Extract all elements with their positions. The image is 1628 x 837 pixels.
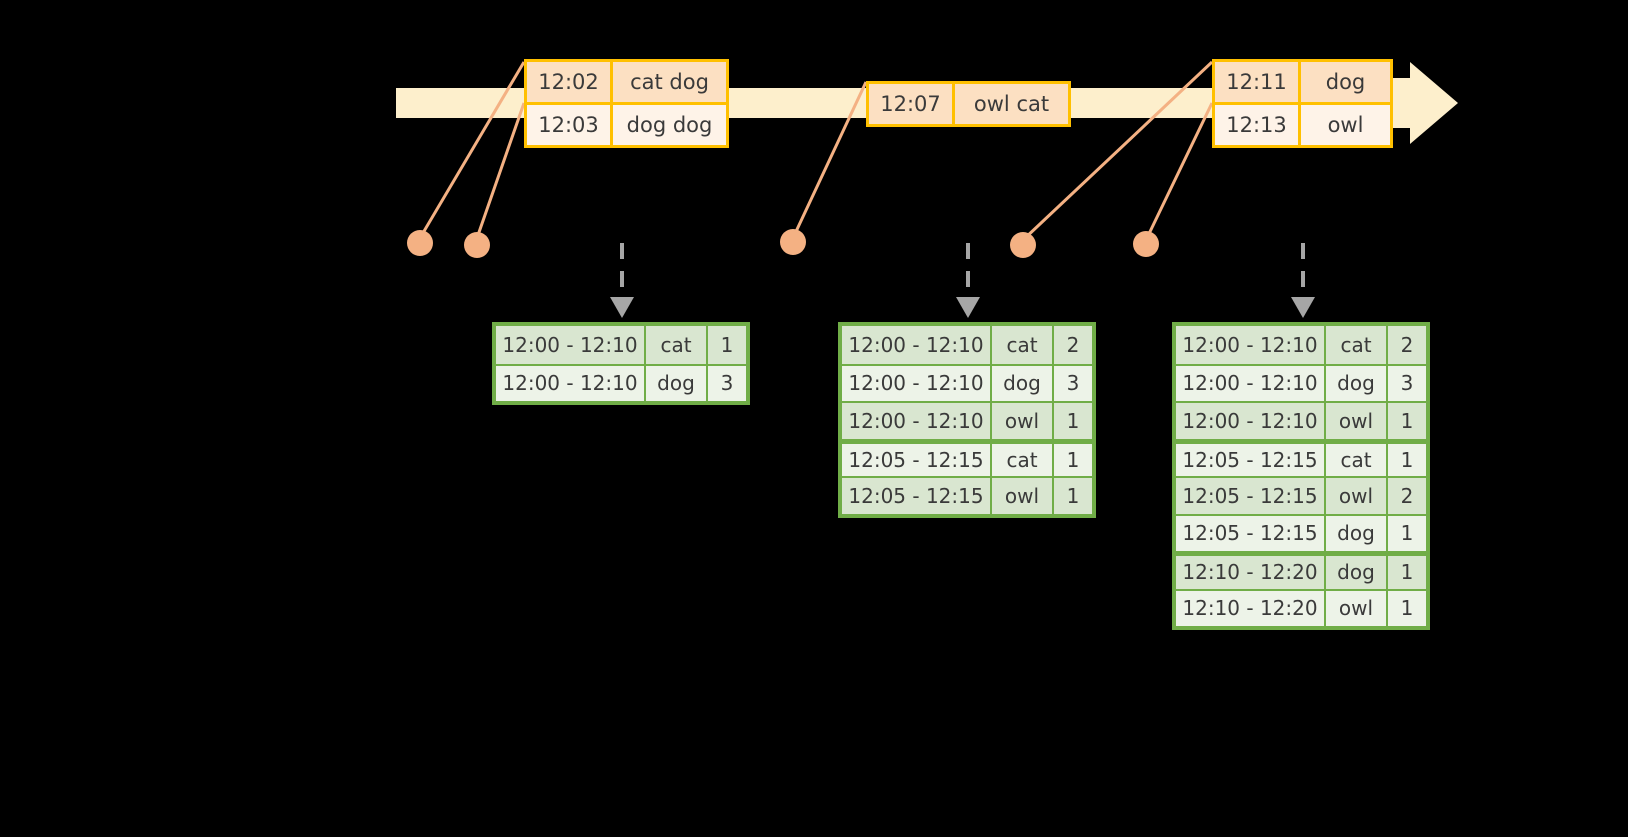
count-cell: 2 <box>1388 326 1426 364</box>
event-time: 12:03 <box>527 105 613 145</box>
word-cell: cat <box>992 443 1054 476</box>
count-cell: 1 <box>1388 556 1426 589</box>
event-time: 12:07 <box>869 84 955 124</box>
window-cell: 12:05 - 12:15 <box>842 443 992 476</box>
count-cell: 2 <box>1054 326 1092 364</box>
connector-line-5 <box>1144 102 1214 241</box>
table-row[interactable]: 12:05 - 12:15 dog 1 <box>1176 513 1426 551</box>
event-words: dog dog <box>613 105 726 145</box>
event-group-2[interactable]: 12:07 owl cat <box>866 81 1071 127</box>
window-cell: 12:05 - 12:15 <box>1176 515 1326 551</box>
window-cell: 12:00 - 12:10 <box>496 326 646 364</box>
count-cell: 3 <box>708 365 746 401</box>
event-group-3[interactable]: 12:11 dog 12:13 owl <box>1212 59 1393 148</box>
down-arrows <box>610 243 1315 318</box>
word-cell: cat <box>646 326 708 364</box>
table-row[interactable]: 12:00 - 12:10 dog 3 <box>496 363 746 401</box>
table-row[interactable]: 12:00 - 12:10 dog 3 <box>1176 363 1426 401</box>
result-table-3[interactable]: 12:00 - 12:10 cat 2 12:00 - 12:10 dog 3 … <box>1172 322 1430 630</box>
window-cell: 12:00 - 12:10 <box>842 403 992 439</box>
table-row[interactable]: 12:00 - 12:10 dog 3 <box>842 363 1092 401</box>
word-cell: dog <box>992 365 1054 401</box>
result-table-2[interactable]: 12:00 - 12:10 cat 2 12:00 - 12:10 dog 3 … <box>838 322 1096 518</box>
word-cell: dog <box>646 365 708 401</box>
window-cell: 12:00 - 12:10 <box>842 365 992 401</box>
event-row[interactable]: 12:11 dog <box>1215 62 1390 102</box>
window-cell: 12:00 - 12:10 <box>1176 365 1326 401</box>
word-cell: owl <box>1326 403 1388 439</box>
table-row[interactable]: 12:10 - 12:20 owl 1 <box>1176 588 1426 626</box>
event-time: 12:02 <box>527 62 613 102</box>
table-row[interactable]: 12:00 - 12:10 cat 2 <box>842 326 1092 364</box>
marker-dot-3 <box>780 229 806 255</box>
connector-line-2 <box>475 102 526 239</box>
window-cell: 12:00 - 12:10 <box>1176 326 1326 364</box>
count-cell: 2 <box>1388 478 1426 514</box>
table-row[interactable]: 12:05 - 12:15 cat 1 <box>1176 438 1426 476</box>
event-words: cat dog <box>613 62 726 102</box>
word-cell: cat <box>1326 326 1388 364</box>
word-cell: dog <box>1326 365 1388 401</box>
event-row[interactable]: 12:03 dog dog <box>527 102 726 145</box>
count-cell: 1 <box>1388 515 1426 551</box>
marker-dot-2 <box>464 232 490 258</box>
down-arrow-1 <box>610 243 634 318</box>
word-cell: dog <box>1326 515 1388 551</box>
window-cell: 12:00 - 12:10 <box>842 326 992 364</box>
marker-dots <box>407 229 1159 258</box>
window-cell: 12:05 - 12:15 <box>842 478 992 514</box>
table-row[interactable]: 12:05 - 12:15 cat 1 <box>842 438 1092 476</box>
event-row[interactable]: 12:07 owl cat <box>869 84 1068 124</box>
window-cell: 12:10 - 12:20 <box>1176 556 1326 589</box>
word-cell: cat <box>992 326 1054 364</box>
count-cell: 1 <box>1388 403 1426 439</box>
event-row[interactable]: 12:02 cat dog <box>527 62 726 102</box>
count-cell: 3 <box>1054 365 1092 401</box>
window-cell: 12:05 - 12:15 <box>1176 443 1326 476</box>
window-cell: 12:10 - 12:20 <box>1176 590 1326 626</box>
count-cell: 1 <box>1388 443 1426 476</box>
window-cell: 12:00 - 12:10 <box>1176 403 1326 439</box>
event-group-1[interactable]: 12:02 cat dog 12:03 dog dog <box>524 59 729 148</box>
count-cell: 1 <box>1054 403 1092 439</box>
event-words: dog <box>1301 62 1390 102</box>
connector-line-1 <box>418 61 526 239</box>
count-cell: 1 <box>708 326 746 364</box>
count-cell: 1 <box>1054 443 1092 476</box>
down-arrow-3 <box>1291 243 1315 318</box>
table-row[interactable]: 12:00 - 12:10 owl 1 <box>842 401 1092 439</box>
word-cell: owl <box>1326 590 1388 626</box>
table-row[interactable]: 12:00 - 12:10 owl 1 <box>1176 401 1426 439</box>
marker-dot-4 <box>1010 232 1036 258</box>
count-cell: 3 <box>1388 365 1426 401</box>
word-cell: owl <box>992 403 1054 439</box>
event-time: 12:11 <box>1215 62 1301 102</box>
down-arrow-2 <box>956 243 980 318</box>
table-row[interactable]: 12:10 - 12:20 dog 1 <box>1176 551 1426 589</box>
table-row[interactable]: 12:00 - 12:10 cat 2 <box>1176 326 1426 364</box>
word-cell: dog <box>1326 556 1388 589</box>
window-cell: 12:00 - 12:10 <box>496 365 646 401</box>
word-cell: owl <box>992 478 1054 514</box>
event-row[interactable]: 12:13 owl <box>1215 102 1390 145</box>
event-time: 12:13 <box>1215 105 1301 145</box>
event-words: owl cat <box>955 84 1068 124</box>
word-cell: owl <box>1326 478 1388 514</box>
connector-line-3 <box>791 81 868 239</box>
table-row[interactable]: 12:05 - 12:15 owl 2 <box>1176 476 1426 514</box>
table-row[interactable]: 12:00 - 12:10 cat 1 <box>496 326 746 364</box>
marker-dot-1 <box>407 230 433 256</box>
table-row[interactable]: 12:05 - 12:15 owl 1 <box>842 476 1092 514</box>
result-table-1[interactable]: 12:00 - 12:10 cat 1 12:00 - 12:10 dog 3 <box>492 322 750 405</box>
window-cell: 12:05 - 12:15 <box>1176 478 1326 514</box>
count-cell: 1 <box>1388 590 1426 626</box>
word-cell: cat <box>1326 443 1388 476</box>
marker-dot-5 <box>1133 231 1159 257</box>
count-cell: 1 <box>1054 478 1092 514</box>
event-words: owl <box>1301 105 1390 145</box>
